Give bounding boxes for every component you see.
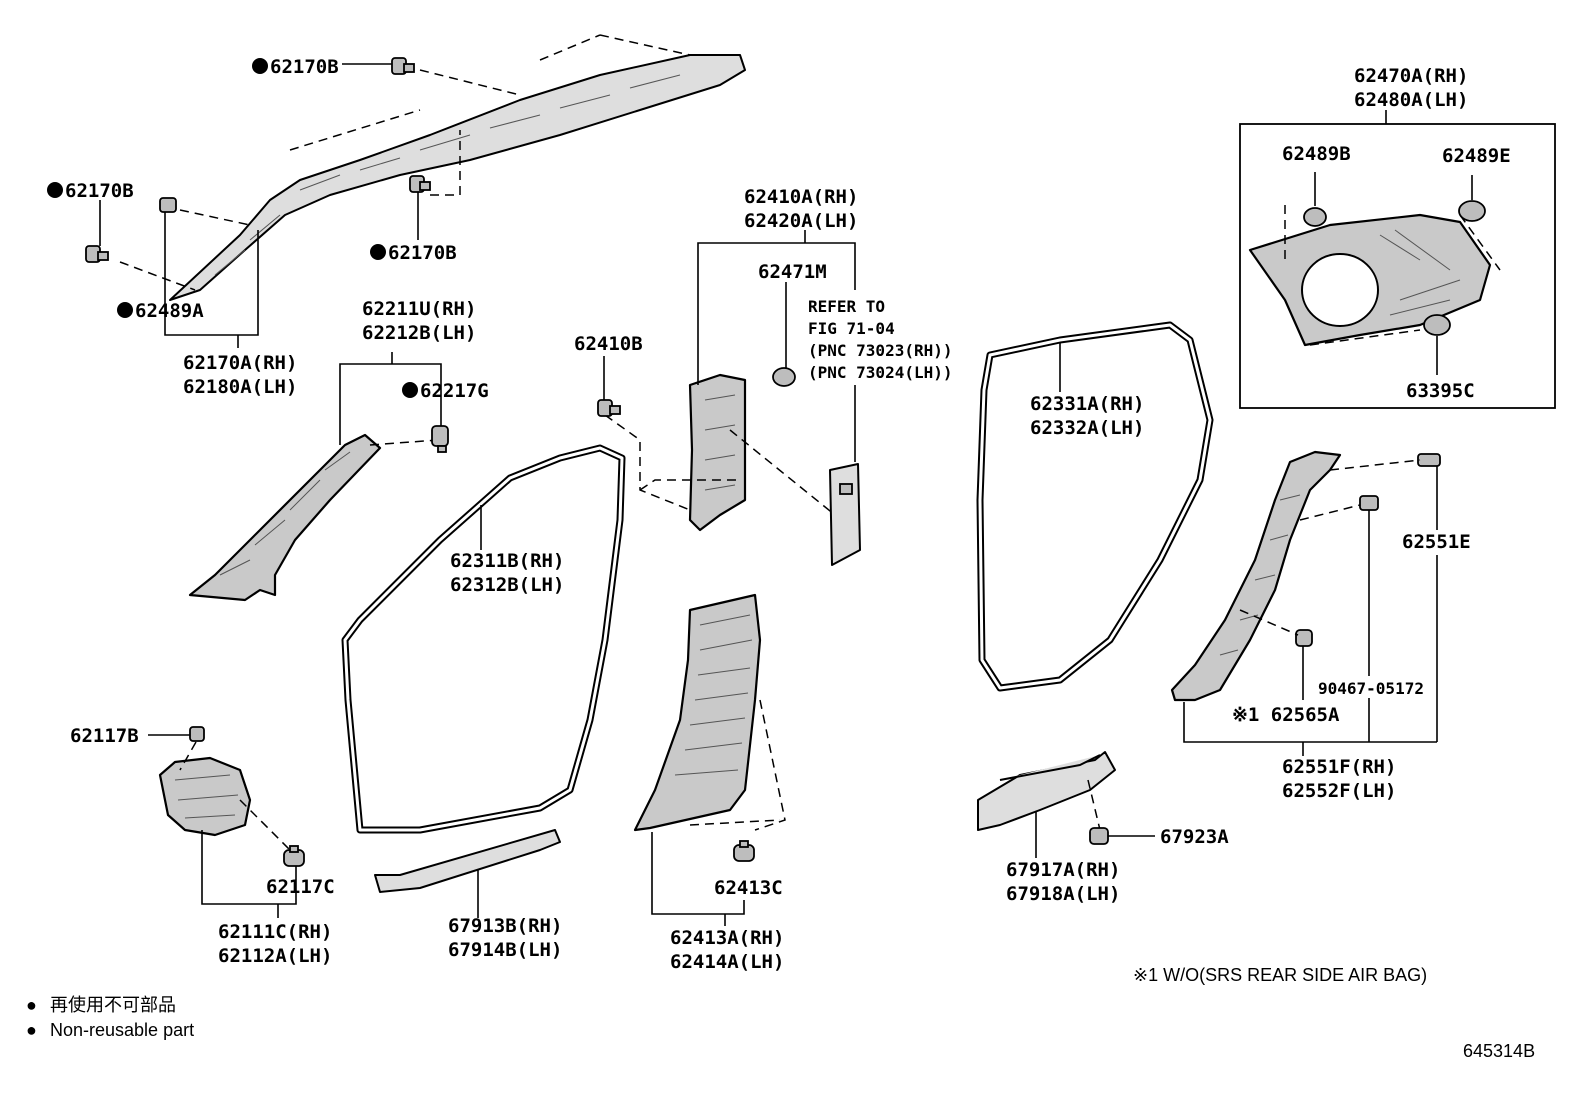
label-62217G: 62217G — [420, 380, 489, 402]
label-62420A-lh: 62420A(LH) — [744, 210, 858, 232]
legend-japanese-text: 再使用不可部品 — [50, 995, 176, 1015]
seatbelt-cover — [829, 463, 861, 566]
label-62212B-lh: 62212B(LH) — [362, 322, 476, 344]
clip-62170B-left — [85, 245, 109, 263]
center-pillar-lower — [633, 593, 762, 832]
label-62413A-rh: 62413A(RH) — [670, 927, 784, 949]
label-67917A-rh: 67917A(RH) — [1006, 859, 1120, 881]
label-62170B-left: 62170B — [65, 180, 134, 202]
non-reusable-dot-62170B-top — [252, 58, 268, 74]
clip-62489B — [1303, 207, 1327, 227]
label-62311B-rh: 62311B(RH) — [450, 550, 564, 572]
clip-62117C — [283, 845, 305, 867]
label-63395C: 63395C — [1406, 380, 1475, 402]
label-67914B-lh: 67914B(LH) — [448, 939, 562, 961]
front-scuff-plate — [374, 829, 561, 893]
legend-dot-1: ● — [26, 995, 37, 1015]
label-62170B-mid: 62170B — [388, 242, 457, 264]
rear-scuff-plate — [977, 751, 1116, 831]
label-62552F-lh: 62552F(LH) — [1282, 780, 1396, 802]
figure-id: 645314B — [1463, 1041, 1535, 1061]
clip-90467-05172 — [1359, 495, 1379, 511]
refer-pnc-lh-text: (PNC 73024(LH)) — [808, 363, 953, 382]
label-62111C-rh: 62111C(RH) — [218, 921, 332, 943]
label-67923A: 67923A — [1160, 826, 1229, 848]
non-reusable-dot-62170B-mid — [370, 244, 386, 260]
front-pillar-garnish — [188, 433, 382, 602]
legend-english-text: Non-reusable part — [50, 1020, 194, 1040]
label-62332A-lh: 62332A(LH) — [1030, 417, 1144, 439]
clip-67923A — [1089, 827, 1109, 845]
refer-pnc-rh-text: (PNC 73023(RH)) — [808, 341, 953, 360]
clip-62565A — [1295, 629, 1313, 647]
label-62480A-lh: 62480A(LH) — [1354, 89, 1468, 111]
label-67918A-lh: 67918A(LH) — [1006, 883, 1120, 905]
clip-63395C — [1423, 314, 1451, 336]
roof-side-garnish — [169, 54, 746, 301]
label-62489E: 62489E — [1442, 145, 1511, 167]
refer-to-text: REFER TO — [808, 297, 885, 316]
label-62471M: 62471M — [758, 261, 827, 283]
clip-62551E — [1417, 453, 1441, 467]
roof-side-dashes — [119, 34, 691, 291]
label-62112A-lh: 62112A(LH) — [218, 945, 332, 967]
clip-62410B — [597, 399, 621, 417]
label-62211U-rh: 62211U(RH) — [362, 298, 476, 320]
rear-door-weatherstrip — [976, 321, 1214, 692]
clip-62489A — [159, 197, 177, 213]
label-62551E: 62551E — [1402, 531, 1471, 553]
non-reusable-dot-62489A — [117, 302, 133, 318]
footnote-text: ※1 W/O(SRS REAR SIDE AIR BAG) — [1133, 965, 1427, 985]
label-62410B: 62410B — [574, 333, 643, 355]
label-62117C: 62117C — [266, 876, 335, 898]
label-62312B-lh: 62312B(LH) — [450, 574, 564, 596]
label-62470A-rh: 62470A(RH) — [1354, 65, 1468, 87]
quarter-pillar-garnish — [1170, 450, 1342, 702]
clip-62217G — [431, 425, 449, 453]
quarter-trim-upper-box — [1239, 123, 1556, 409]
label-62170B-top: 62170B — [270, 56, 339, 78]
clip-62170B-mid — [409, 175, 431, 193]
label-62170A-rh: 62170A(RH) — [183, 352, 297, 374]
label-62489B: 62489B — [1282, 143, 1351, 165]
clip-62117B — [189, 726, 205, 742]
refer-fig-text: FIG 71-04 — [808, 319, 895, 338]
label-62117B: 62117B — [70, 725, 139, 747]
clip-62489E — [1458, 200, 1486, 222]
label-90467-05172: 90467-05172 — [1318, 679, 1424, 698]
non-reusable-dot-62217G — [402, 382, 418, 398]
clip-62413C — [733, 840, 755, 862]
non-reusable-dot-62170B-left — [47, 182, 63, 198]
label-62413C: 62413C — [714, 877, 783, 899]
clip-62471M — [772, 367, 796, 387]
label-67913B-rh: 67913B(RH) — [448, 915, 562, 937]
label-62180A-lh: 62180A(LH) — [183, 376, 297, 398]
label-62414A-lh: 62414A(LH) — [670, 951, 784, 973]
legend-dot-2: ● — [26, 1020, 37, 1040]
center-pillar-upper — [688, 373, 747, 532]
label-62410A-rh: 62410A(RH) — [744, 186, 858, 208]
front-door-weatherstrip — [341, 444, 626, 834]
cowl-side-trim — [158, 756, 252, 837]
label-62565A: ※1 62565A — [1232, 704, 1340, 726]
quarter-trim-upper — [1248, 213, 1492, 347]
label-62331A-rh: 62331A(RH) — [1030, 393, 1144, 415]
label-62551F-rh: 62551F(RH) — [1282, 756, 1396, 778]
label-62489A: 62489A — [135, 300, 204, 322]
clip-62170B-top — [391, 57, 415, 75]
